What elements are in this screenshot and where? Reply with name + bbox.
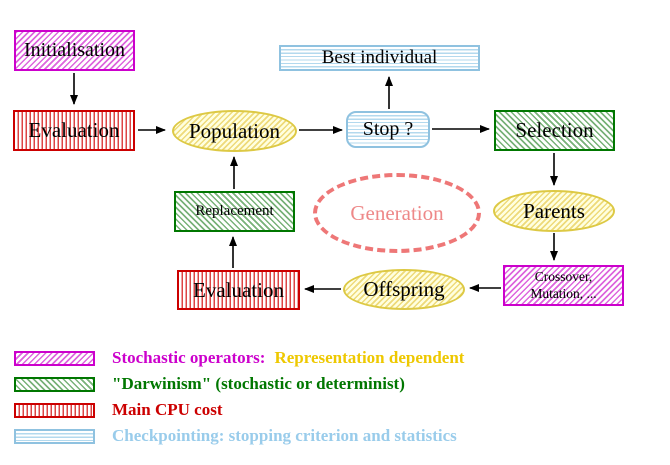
node-replacement: Replacement xyxy=(174,191,295,232)
legend-label-checkpointing: Checkpointing: stopping criterion and st… xyxy=(112,426,457,445)
node-population-label: Population xyxy=(188,118,280,143)
node-offspring-label: Offspring xyxy=(363,277,445,302)
node-stop-label: Stop ? xyxy=(362,118,414,140)
node-crossover-mutation: Crossover, Mutation, ... xyxy=(503,265,624,306)
node-initialisation-label: Initialisation xyxy=(23,39,126,61)
legend-swatch-cyan-stripes xyxy=(14,428,95,444)
node-best-individual-label: Best individual xyxy=(321,47,438,69)
node-parents: Parents xyxy=(493,190,615,232)
node-selection: Selection xyxy=(494,110,615,151)
legend-label-stochastic-operators: Stochastic operators: xyxy=(112,348,266,367)
node-replacement-label: Replacement xyxy=(195,202,274,219)
legend-label-representation-dependent: Representation dependent xyxy=(274,348,465,367)
node-initialisation: Initialisation xyxy=(14,30,135,71)
node-selection-label: Selection xyxy=(515,118,594,143)
node-offspring: Offspring xyxy=(343,269,465,310)
node-best-individual: Best individual xyxy=(279,45,480,71)
node-evaluation-top-label: Evaluation xyxy=(28,118,120,143)
legend-row-darwinism: "Darwinism" (stochastic or determinist) xyxy=(14,374,405,394)
legend-swatch-magenta-hatch xyxy=(14,350,95,366)
node-parents-label: Parents xyxy=(523,198,585,223)
legend-row-checkpointing: Checkpointing: stopping criterion and st… xyxy=(14,426,457,446)
node-evaluation-bottom: Evaluation xyxy=(177,270,300,310)
legend-swatch-red-stripes xyxy=(14,402,95,418)
node-population: Population xyxy=(172,110,297,152)
legend-label-main-cpu-cost: Main CPU cost xyxy=(112,400,223,419)
node-evaluation-bottom-label: Evaluation xyxy=(193,277,284,302)
legend-row-stochastic-operators: Stochastic operators: Representation dep… xyxy=(14,348,464,368)
node-stop: Stop ? xyxy=(346,111,430,148)
node-crossover-mutation-label: Crossover, Mutation, ... xyxy=(530,268,597,301)
legend-row-main-cpu-cost: Main CPU cost xyxy=(14,400,222,420)
node-evaluation-top: Evaluation xyxy=(13,110,135,151)
legend-swatch-green-hatch xyxy=(14,376,95,392)
generation-cycle-ellipse: Generation xyxy=(313,173,481,253)
generation-cycle-label: Generation xyxy=(350,200,444,225)
legend-label-darwinism: "Darwinism" (stochastic or determinist) xyxy=(112,374,405,393)
